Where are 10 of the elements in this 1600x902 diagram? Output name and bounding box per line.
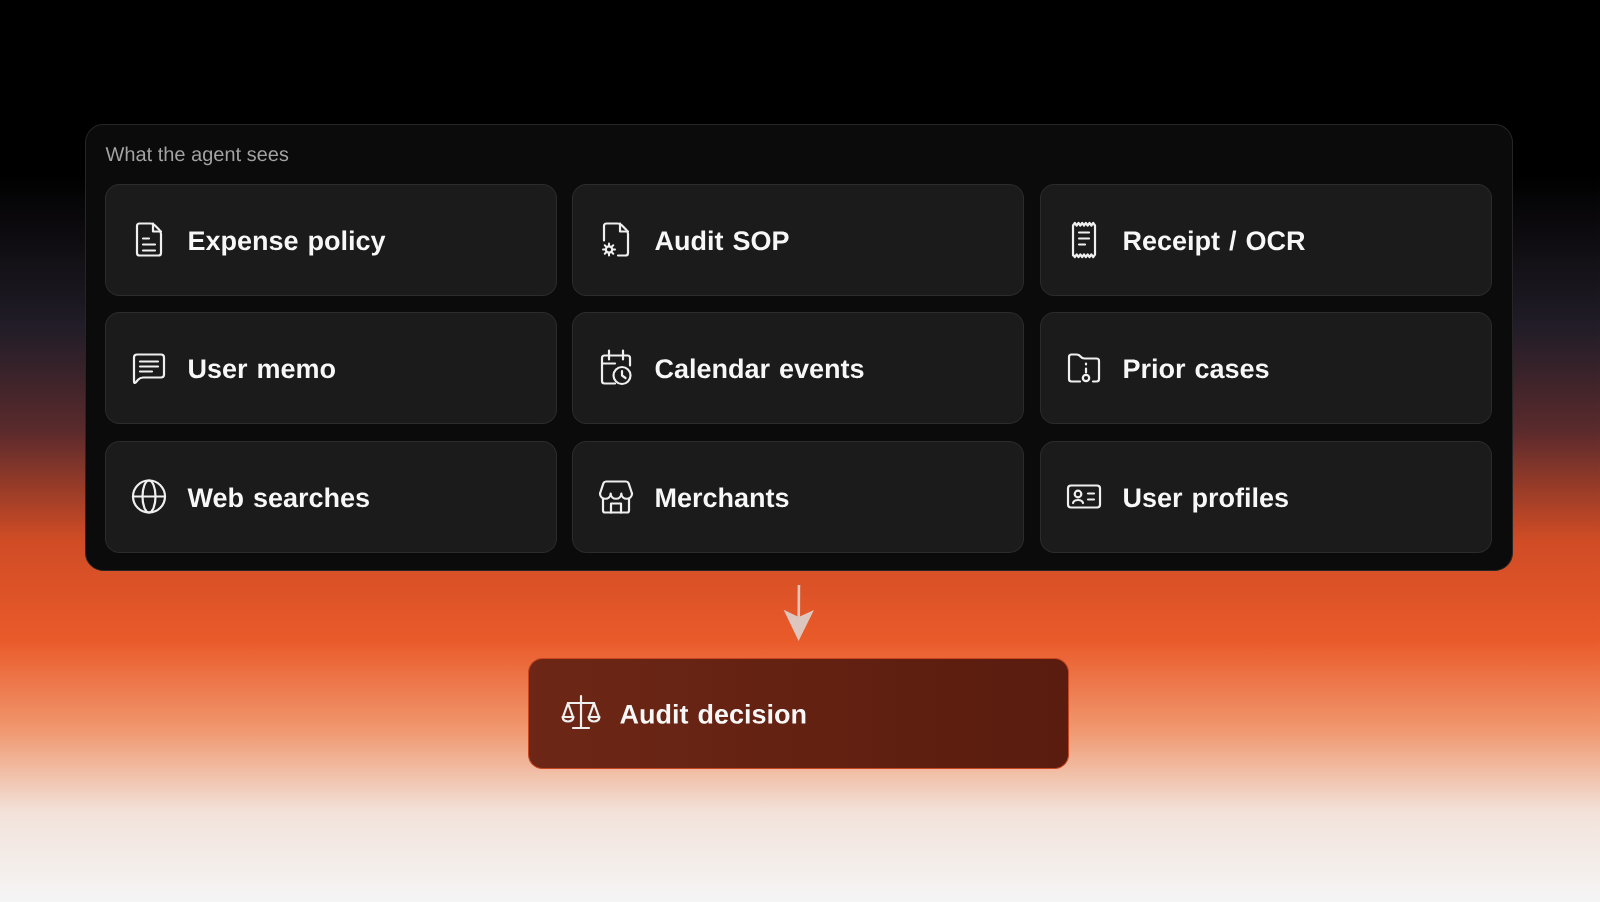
source-card: Merchants: [572, 441, 1024, 553]
source-card: Expense policy: [105, 184, 557, 296]
decision-box: Audit decision: [528, 658, 1069, 769]
source-card: Calendar events: [572, 312, 1024, 424]
source-card: Audit SOP: [572, 184, 1024, 296]
source-card: User memo: [105, 312, 557, 424]
source-card: User profiles: [1040, 441, 1492, 553]
source-card: Web searches: [105, 441, 557, 553]
source-card: Receipt / OCR: [1040, 184, 1492, 296]
source-card: Prior cases: [1040, 312, 1492, 424]
